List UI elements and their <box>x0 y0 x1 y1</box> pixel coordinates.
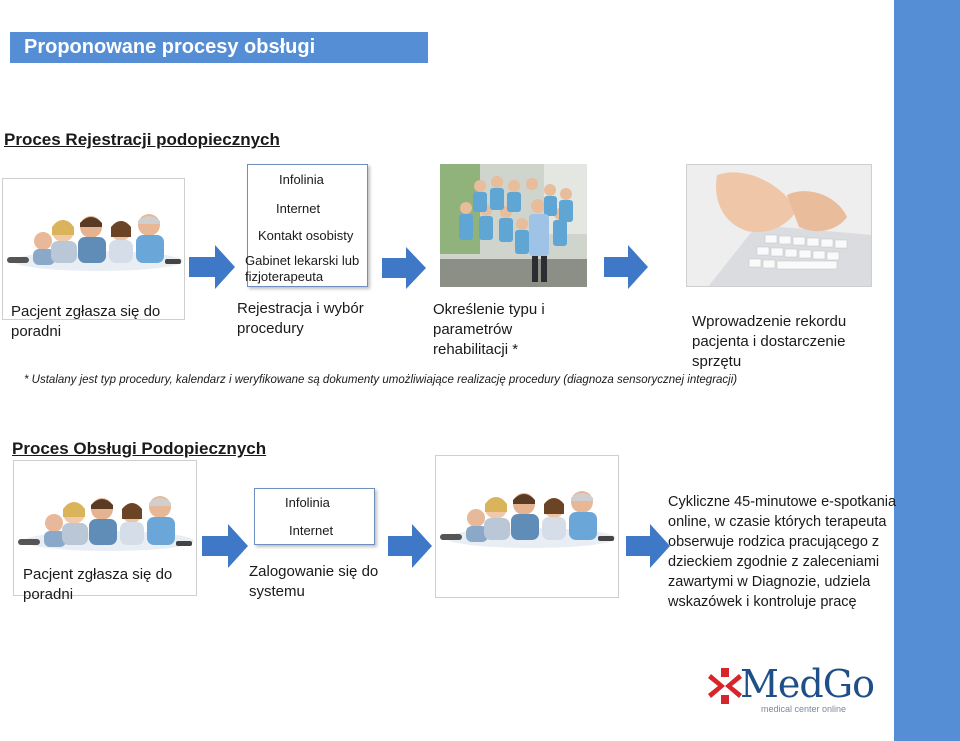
arrow-right-icon <box>388 524 432 568</box>
footnote: * Ustalany jest typ procedury, kalendarz… <box>24 374 738 386</box>
step1-label: Pacjent zgłasza się do poradni <box>11 303 161 340</box>
logo: MedGo <box>740 662 875 706</box>
channel-item: Infolinia <box>285 495 330 510</box>
step2-label: Zalogowanie się do systemu <box>249 563 379 600</box>
family-photo-1 <box>2 178 185 320</box>
channel-item: Internet <box>289 523 334 538</box>
team-photo <box>440 164 587 287</box>
arrow-right-icon <box>604 245 648 289</box>
channel-item: Kontakt osobisty <box>258 228 354 243</box>
step1-label: Pacjent zgłasza się do poradni <box>23 566 173 603</box>
arrow-right-icon <box>202 524 248 568</box>
keyboard-photo <box>686 164 872 287</box>
side-accent-bar <box>894 0 960 741</box>
channel-item: Gabinet lekarski lub fizjoterapeuta <box>245 253 360 284</box>
section1-title: Proces Rejestracji podopiecznych <box>4 130 280 149</box>
contact-channels-box: Infolinia Internet Kontakt osobisty Gabi… <box>245 164 368 287</box>
family-photo-2 <box>13 460 197 596</box>
family-photo-3 <box>435 455 619 598</box>
logo-tagline: medical center online <box>761 704 847 714</box>
channel-item: Infolinia <box>279 172 324 187</box>
step4-label: Wprowadzenie rekordu pacjenta i dostarcz… <box>692 313 847 370</box>
page-title: Proponowane procesy obsługi <box>10 32 428 63</box>
arrow-right-icon <box>189 245 235 289</box>
arrow-right-icon <box>382 247 426 289</box>
step4-label: Cykliczne 45-minutowe e-spotkania online… <box>668 494 897 610</box>
contact-channels-box: Infolinia Internet <box>254 488 375 545</box>
medgo-cross-icon <box>708 668 748 708</box>
channel-item: Internet <box>276 201 321 216</box>
step2-label: Rejestracja i wybór procedury <box>237 300 364 337</box>
arrow-right-icon <box>626 524 670 568</box>
step3-label: Określenie typu i parametrów rehabilitac… <box>433 301 545 358</box>
section2-title: Proces Obsługi Podopiecznych <box>12 439 267 458</box>
